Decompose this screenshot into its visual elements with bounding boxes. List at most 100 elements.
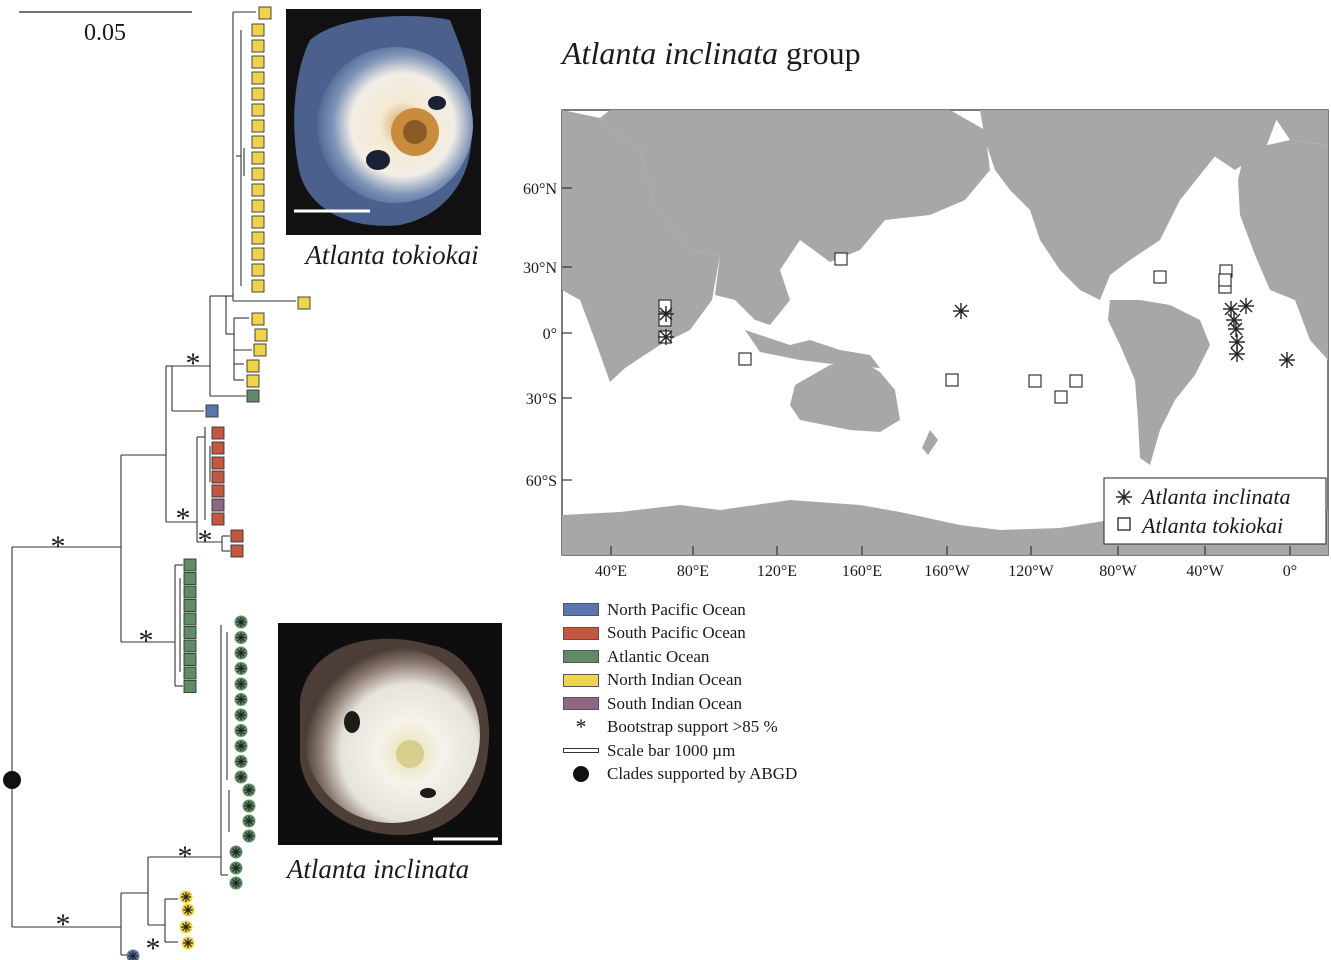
legend-label: Atlantic Ocean — [607, 646, 710, 666]
lon-ticks — [610, 546, 1291, 555]
bootstrap-asterisk: * — [139, 624, 154, 657]
tip-square-marker — [251, 199, 265, 213]
caption-atlanta-inclinata: Atlanta inclinata — [285, 854, 469, 884]
land-masses — [562, 110, 1328, 555]
legend-swatch — [563, 626, 599, 640]
land-eurasia — [600, 110, 990, 325]
legend-label: South Pacific Ocean — [607, 623, 746, 643]
legend-item: Scale bar 1000 µm — [563, 739, 797, 763]
tip-asterisk-marker — [234, 646, 248, 660]
tip-asterisk-marker — [181, 903, 195, 917]
lon-labels: 40°E 80°E 120°E 160°E 160°W 120°W 80°W 4… — [595, 563, 1297, 580]
tip-square-marker — [211, 484, 225, 498]
map-legend-tokiokai: Atlanta tokiokai — [1140, 513, 1283, 538]
land-japan — [828, 225, 846, 256]
tip-asterisk-marker — [179, 920, 193, 934]
tip-square-marker — [183, 639, 197, 653]
tip-asterisk-marker — [242, 783, 256, 797]
tip-asterisk-marker — [234, 631, 248, 644]
tip-square-marker — [246, 359, 260, 373]
tokiokai-record — [1054, 390, 1068, 404]
inclinata-record — [658, 306, 674, 322]
land-south-america — [1108, 300, 1210, 465]
legend-item: North Indian Ocean — [563, 669, 797, 693]
inclinata-record — [1238, 298, 1254, 314]
inclinata-record — [1229, 346, 1245, 362]
tip-square-marker — [251, 103, 265, 117]
legend-item: *Bootstrap support >85 % — [563, 716, 797, 740]
lon-label: 80°W — [1099, 563, 1137, 580]
tip-square-marker — [183, 585, 197, 599]
tip-asterisk-marker — [229, 845, 243, 859]
tip-square-marker — [211, 426, 225, 440]
legend-label: Clades supported by ABGD — [607, 764, 798, 784]
bootstrap-asterisk: * — [186, 347, 201, 380]
tip-square-marker — [251, 87, 265, 101]
tip-asterisk-marker — [242, 799, 256, 813]
lon-label: 120°E — [757, 563, 797, 580]
tip-square-marker — [183, 572, 197, 585]
tip-square-marker — [251, 71, 265, 85]
inclinata-record — [1228, 321, 1244, 337]
land-indonesia — [745, 330, 880, 368]
tip-square-marker — [251, 247, 265, 261]
tip-square-marker — [211, 441, 225, 455]
tip-square-marker — [183, 653, 197, 666]
tip-square-marker — [183, 558, 197, 572]
inclinata-record — [658, 329, 674, 345]
tip-asterisk-marker — [181, 936, 195, 950]
lat-ticks — [562, 187, 572, 481]
tip-asterisk-marker — [242, 814, 256, 828]
land-australia — [790, 360, 900, 432]
tip-asterisk-marker — [234, 770, 248, 784]
asterisk-symbol — [1116, 489, 1132, 505]
tip-square-marker — [211, 456, 225, 470]
occurrence-markers — [658, 252, 1295, 404]
tip-square-marker — [183, 680, 197, 693]
bootstrap-asterisk: * — [178, 840, 193, 873]
map-legend: Atlanta inclinata Atlanta tokiokai — [1103, 477, 1327, 545]
tokiokai-record — [1218, 273, 1232, 287]
inclinata-record — [1279, 352, 1295, 368]
photo-atlanta-inclinata — [278, 623, 502, 845]
tip-asterisk-marker — [234, 708, 248, 722]
tree-tips — [126, 6, 311, 960]
legend-item: North Pacific Ocean — [563, 598, 797, 622]
tip-asterisk-marker — [179, 890, 193, 904]
tokiokai-record — [658, 299, 672, 313]
tip-square-marker — [258, 6, 272, 20]
lon-label: 40°W — [1186, 563, 1224, 580]
legend-item: Atlantic Ocean — [563, 645, 797, 669]
bootstrap-markers: ******** — [51, 347, 213, 960]
tip-square-marker — [251, 23, 265, 37]
tip-square-marker — [251, 312, 265, 326]
tip-square-marker — [211, 512, 225, 526]
tip-asterisk-marker — [234, 724, 248, 737]
legend-label: North Pacific Ocean — [607, 599, 746, 619]
lat-label: 60°S — [526, 473, 557, 490]
tip-asterisk-marker — [234, 677, 248, 691]
tip-square-marker — [251, 231, 265, 245]
square-symbol — [1117, 517, 1131, 531]
tip-square-marker — [211, 498, 225, 512]
world-map: 60°N 30°N 0° 30°S 60°S 40°E 80°E 120°E 1… — [523, 109, 1329, 580]
land-africa — [562, 110, 720, 382]
tip-square-marker — [230, 544, 244, 558]
tip-square-marker — [254, 328, 268, 342]
bootstrap-asterisk: * — [146, 932, 161, 960]
tree-scale-label: 0.05 — [84, 20, 126, 46]
bootstrap-asterisk: * — [56, 908, 71, 941]
tip-square-marker — [251, 167, 265, 181]
legend-swatch — [563, 603, 599, 617]
land-europe — [1270, 110, 1328, 145]
tip-square-marker — [183, 612, 197, 626]
legend-label: Scale bar 1000 µm — [607, 740, 736, 760]
lon-label: 0° — [1283, 563, 1297, 580]
tip-square-marker — [251, 119, 265, 133]
legend-swatch — [563, 650, 599, 664]
tip-asterisk-marker — [234, 615, 248, 629]
tokiokai-record — [834, 252, 848, 266]
color-legend: North Pacific Ocean South Pacific Ocean … — [563, 598, 797, 786]
